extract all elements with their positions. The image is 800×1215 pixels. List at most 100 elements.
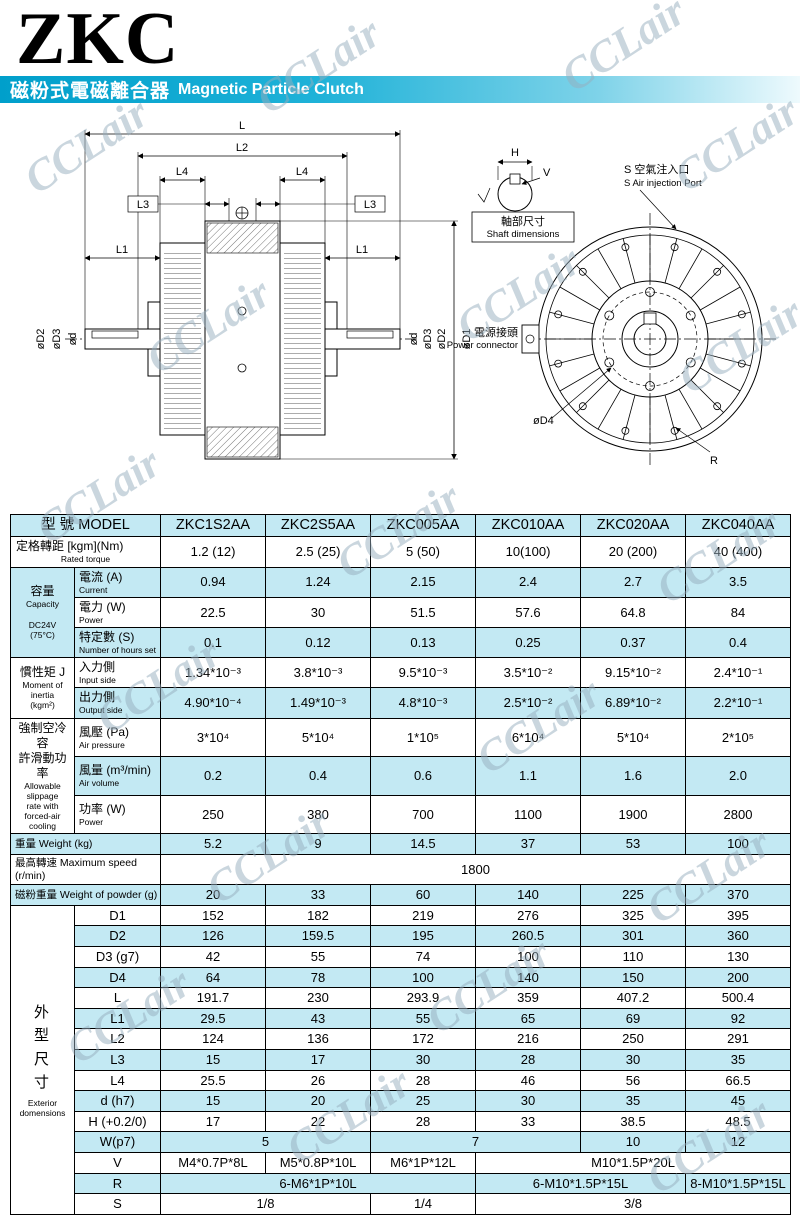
banner-title-en: Magnetic Particle Clutch	[178, 80, 364, 98]
table-cell: 140	[475, 884, 581, 906]
table-cell: 130	[685, 946, 791, 968]
table-cell: 152	[160, 904, 266, 927]
spoke-lines	[546, 235, 754, 443]
dim-oD4: øD4	[533, 415, 554, 427]
table-cell: 3/8	[475, 1193, 791, 1215]
table-cell: 25.5	[160, 1069, 266, 1092]
table-cell: S	[74, 1193, 161, 1215]
table-cell: 7	[370, 1131, 581, 1153]
table-cell: D1	[74, 904, 161, 927]
table-cell: 191.7	[160, 987, 266, 1009]
table-cell: 0.12	[265, 626, 371, 659]
table-cell: 28	[370, 1110, 476, 1133]
table-cell: 380	[265, 794, 371, 835]
table-cell: 6*10⁴	[475, 717, 581, 758]
table-cell: 53	[580, 833, 686, 856]
table-cell: 30	[475, 1090, 581, 1112]
cell-label-en: Output side	[79, 705, 123, 716]
table-cell: 360	[685, 925, 791, 948]
table-cell: 9	[265, 833, 371, 856]
table-cell: 28	[475, 1048, 581, 1071]
table-row: 最高轉速 Maximum speed (r/min)1800	[10, 854, 791, 886]
technical-drawing: L L2 L4 L4 L3 L3 L1 L1 øD2 øD3 ød ød øD3…	[10, 106, 790, 510]
title-banner: 磁粉式電磁離合器 Magnetic Particle Clutch	[0, 76, 800, 103]
table-cell: 2.7	[580, 566, 686, 598]
table-cell: 276	[475, 904, 581, 927]
table-cell: 1/8	[160, 1193, 371, 1215]
table-cell: 17	[265, 1048, 371, 1071]
table-cell: 5.2	[160, 833, 266, 856]
cell-label-zh: 慣性矩 J	[19, 665, 66, 680]
table-cell: 22	[265, 1110, 371, 1133]
table-cell: 69	[580, 1007, 686, 1030]
table-cell: 260.5	[475, 925, 581, 948]
table-cell: 46	[475, 1069, 581, 1092]
table-cell: 2.0	[685, 756, 791, 796]
cell-label-zh: 電力 (W)	[79, 599, 126, 614]
table-cell: 2.2*10⁻¹	[685, 687, 791, 719]
table-cell: H (+0.2/0)	[74, 1110, 161, 1133]
cell-label-zh: 風壓 (Pa)	[79, 724, 130, 739]
table-cell: 功率 (W)Power	[74, 794, 161, 835]
table-cell: 66.5	[685, 1069, 791, 1092]
table-cell: ZKC020AA	[580, 513, 686, 538]
table-cell: 35	[685, 1048, 791, 1071]
table-cell: 特定數 (S)Number of hours set	[74, 626, 161, 659]
bolt-holes	[604, 287, 696, 391]
table-cell: 100	[685, 833, 791, 856]
banner-title-zh: 磁粉式電磁離合器	[10, 81, 171, 102]
side-view	[65, 130, 458, 460]
table-cell: 3.5	[685, 566, 791, 598]
table-cell: 22.5	[160, 596, 266, 628]
table-cell: 64	[160, 966, 266, 989]
cell-label-en: Air pressure	[79, 739, 125, 750]
table-cell: V	[74, 1151, 161, 1174]
table-cell: 64.8	[580, 596, 686, 628]
table-cell: 28	[370, 1069, 476, 1092]
cell-label-en: Input side	[79, 675, 116, 686]
table-cell: ZKC040AA	[685, 513, 791, 538]
table-cell: ZKC2S5AA	[265, 513, 371, 538]
table-cell: W(p7)	[74, 1131, 161, 1153]
dim-R: R	[710, 455, 718, 467]
front-view	[521, 189, 776, 465]
table-cell: 51.5	[370, 596, 476, 628]
table-cell: 30	[370, 1048, 476, 1071]
table-cell: M4*0.7P*8L	[160, 1151, 266, 1174]
air-port-label-zh: S 空氣注入口	[624, 162, 689, 176]
table-cell: 57.6	[475, 596, 581, 628]
cell-label-zh: 風量 (m³/min)	[79, 763, 151, 778]
dim-V: V	[543, 167, 551, 179]
dim-L4-right: L4	[296, 166, 308, 178]
dim-oD3-left: øD3	[51, 329, 63, 350]
table-cell: 172	[370, 1028, 476, 1050]
table-cell: 110	[580, 946, 686, 968]
table-cell: 216	[475, 1028, 581, 1050]
cell-label-zh: 功率 (W)	[79, 802, 126, 817]
table-cell: ZKC1S2AA	[160, 513, 266, 538]
table-cell: 12	[685, 1131, 791, 1153]
cell-label-en: Power	[79, 817, 104, 828]
table-cell: 5	[160, 1131, 371, 1153]
table-cell: 225	[580, 884, 686, 906]
table-cell: 291	[685, 1028, 791, 1050]
table-cell: 2.4	[475, 566, 581, 598]
table-cell: 最高轉速 Maximum speed (r/min)	[10, 854, 161, 886]
table-cell: 0.25	[475, 626, 581, 659]
